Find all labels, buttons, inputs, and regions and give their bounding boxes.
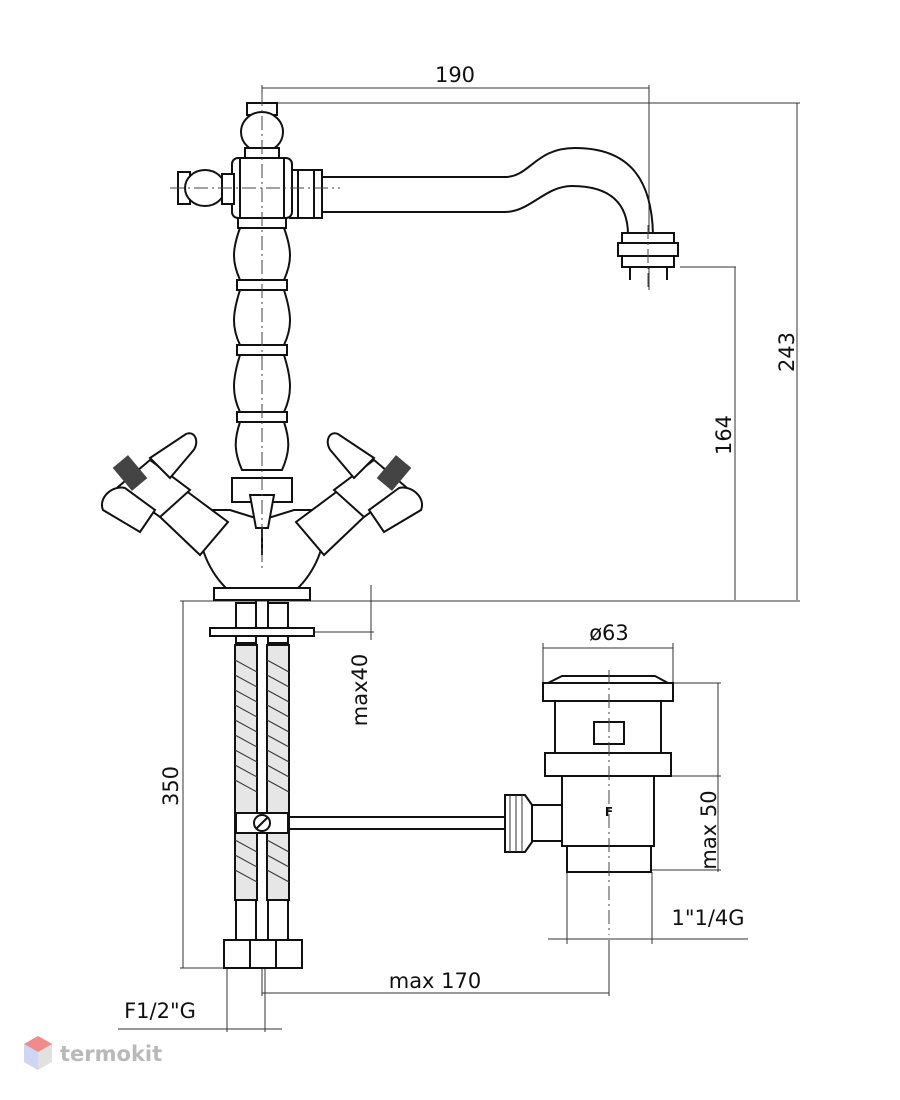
faucet-body bbox=[100, 92, 679, 601]
dim-waste-thread: 1"1/4G bbox=[671, 906, 744, 930]
dim-max-install: max40 bbox=[348, 654, 372, 726]
dim-spout-height: 164 bbox=[712, 415, 736, 455]
cube-logo-icon bbox=[24, 1036, 52, 1070]
dim-waste-diameter: ø63 bbox=[589, 621, 629, 645]
dim-waste-adjust: max 50 bbox=[697, 790, 721, 869]
brand-logo: termokit bbox=[24, 1036, 162, 1070]
waste-mark: F bbox=[605, 805, 613, 819]
dim-connection-thread: F1/2"G bbox=[124, 999, 196, 1023]
dim-spout-reach: 190 bbox=[435, 63, 475, 87]
dim-rod-length: max 170 bbox=[389, 969, 482, 993]
dim-pipe-length: 350 bbox=[159, 766, 183, 806]
popup-waste: F bbox=[288, 670, 674, 935]
brand-name: termokit bbox=[60, 1042, 162, 1066]
dimension-lines bbox=[118, 85, 800, 1032]
dim-total-height: 243 bbox=[775, 332, 799, 372]
supply-hoses bbox=[209, 600, 315, 969]
